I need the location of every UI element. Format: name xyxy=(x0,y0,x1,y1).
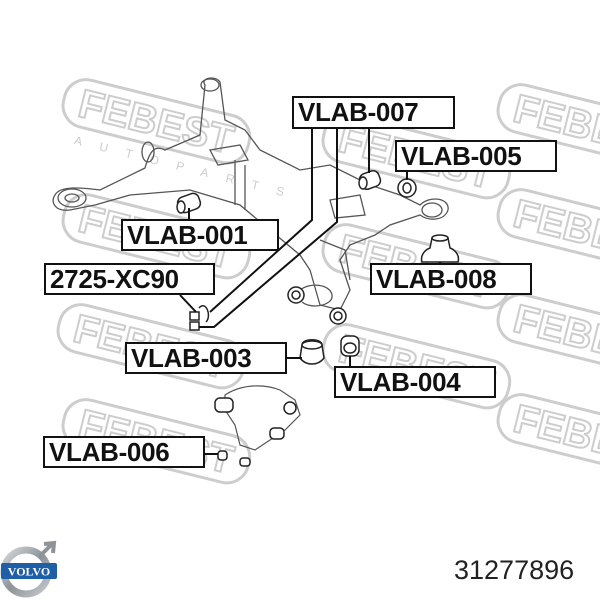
bushings xyxy=(176,170,460,467)
oem-part-number: 31277896 xyxy=(454,555,575,585)
volvo-logo-icon: VOLVO xyxy=(0,540,57,598)
part-label-vlab-006: VLAB-006 xyxy=(43,436,205,468)
part-label-vlab-001: VLAB-001 xyxy=(121,219,279,251)
bushing-vlab-001 xyxy=(176,192,202,214)
subframe-outline xyxy=(52,77,449,311)
knuckle-assembly xyxy=(214,385,301,467)
bushing-vlab-004 xyxy=(340,335,360,357)
part-label-vlab-004: VLAB-004 xyxy=(334,366,496,398)
svg-text:VOLVO: VOLVO xyxy=(8,565,50,579)
bushing-2725-xc90 xyxy=(189,305,210,331)
part-label-vlab-007: VLAB-007 xyxy=(292,96,455,129)
bushing-vlab-007 xyxy=(358,170,382,190)
leader-lines xyxy=(179,129,441,455)
bushing-vlab-008 xyxy=(420,234,460,263)
part-label-vlab-008: VLAB-008 xyxy=(370,263,532,295)
bushing-vlab-003 xyxy=(299,339,325,365)
bushing-top-mid xyxy=(287,286,305,304)
part-label-vlab-005: VLAB-005 xyxy=(395,140,557,172)
part-label-2725-xc90: 2725-XC90 xyxy=(44,263,215,295)
part-label-vlab-003: VLAB-003 xyxy=(125,342,287,374)
bushing-vlab-005 xyxy=(397,178,417,198)
bushing-mid-right xyxy=(329,307,347,325)
